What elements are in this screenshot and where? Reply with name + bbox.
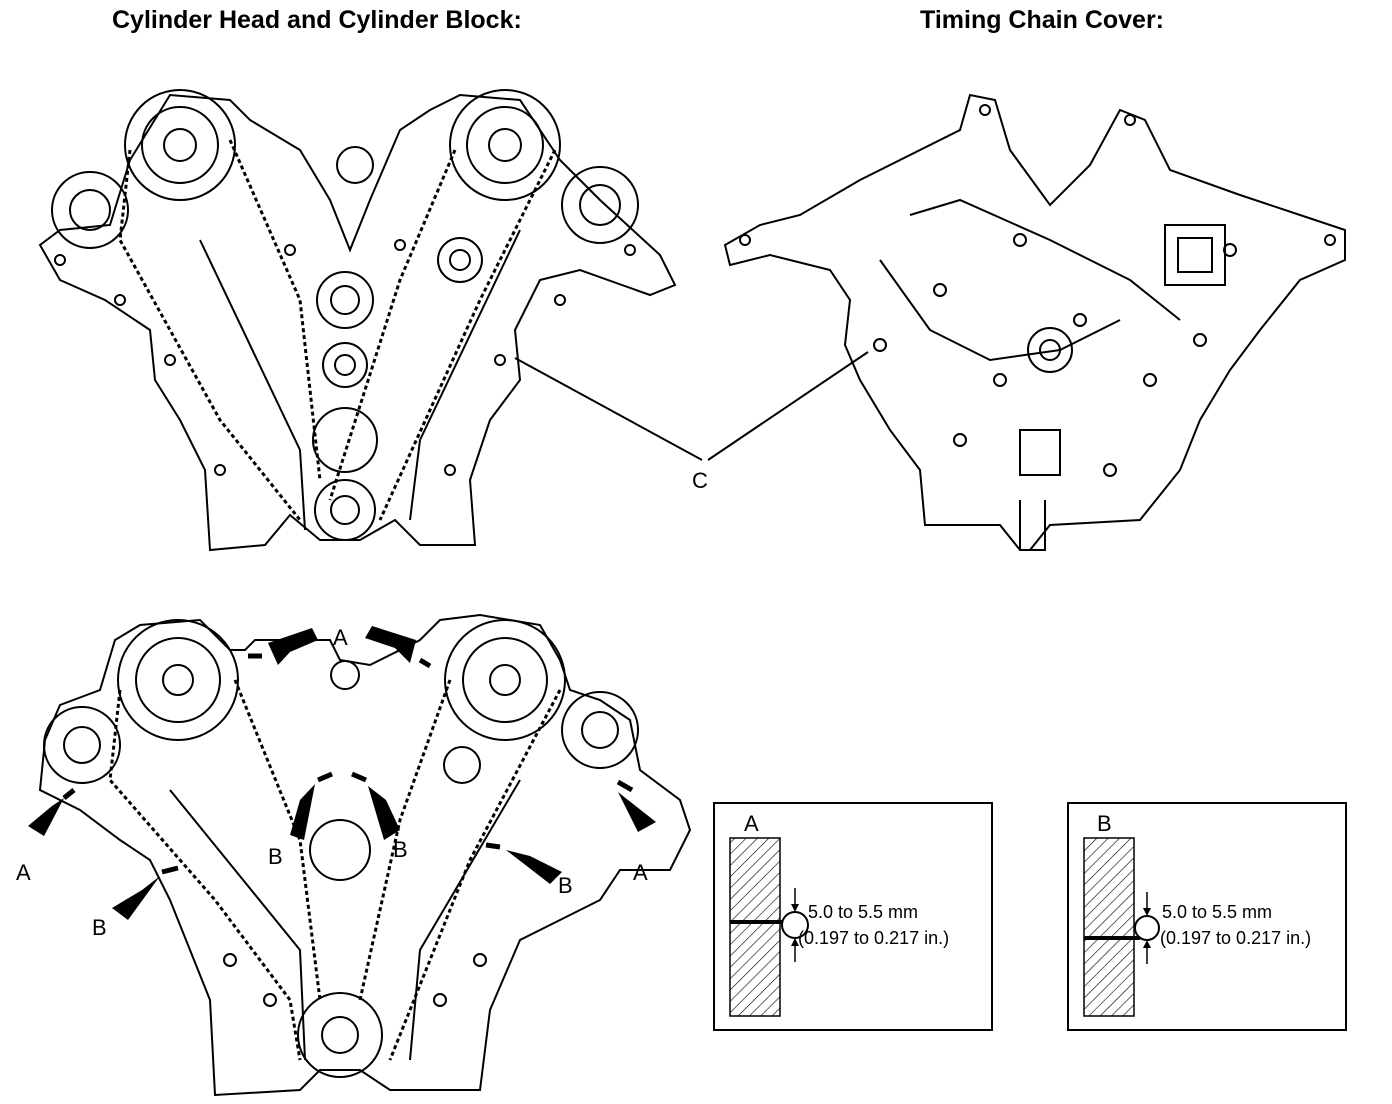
mark-arrows: [28, 626, 656, 920]
detail-a-mm: 5.0 to 5.5 mm: [808, 902, 918, 922]
callout-b-left: B: [92, 915, 107, 940]
callout-a-top: A: [333, 625, 348, 650]
callout-a-right: A: [633, 860, 648, 885]
timing-chain-cover-view: [723, 93, 1346, 551]
callout-a-left: A: [16, 860, 31, 885]
callout-c-leaders: [514, 351, 869, 461]
cylinder-head-block-title: Cylinder Head and Cylinder Block:: [112, 6, 522, 34]
chain-mark-bars: [62, 653, 634, 875]
callout-c-label: C: [692, 468, 708, 493]
arrow-b-center-left: [290, 784, 315, 840]
arrow-b-right: [506, 850, 562, 884]
detail-a-in: (0.197 to 0.217 in.): [798, 928, 949, 948]
detail-a-label: A: [744, 811, 759, 836]
callout-b-right: B: [558, 873, 573, 898]
detail-b-box: [1067, 802, 1347, 1031]
arrow-a-top-right: [365, 626, 416, 663]
detail-b-in: (0.197 to 0.217 in.): [1160, 928, 1311, 948]
detail-b-label: B: [1097, 811, 1112, 836]
timing-chain-cover-title: Timing Chain Cover:: [920, 6, 1165, 34]
arrow-a-top-left: [268, 628, 318, 665]
arrow-a-left: [28, 798, 64, 836]
callout-b-center-right: B: [393, 837, 408, 862]
detail-a-box: [713, 802, 993, 1031]
chain-layout-view: [38, 613, 692, 1097]
arrow-b-center-right: [368, 786, 400, 840]
detail-b-mm: 5.0 to 5.5 mm: [1162, 902, 1272, 922]
arrow-a-right: [618, 792, 656, 832]
engine-block-top-view: [38, 89, 677, 552]
callout-b-center-left: B: [268, 844, 283, 869]
arrow-b-left: [112, 876, 160, 920]
